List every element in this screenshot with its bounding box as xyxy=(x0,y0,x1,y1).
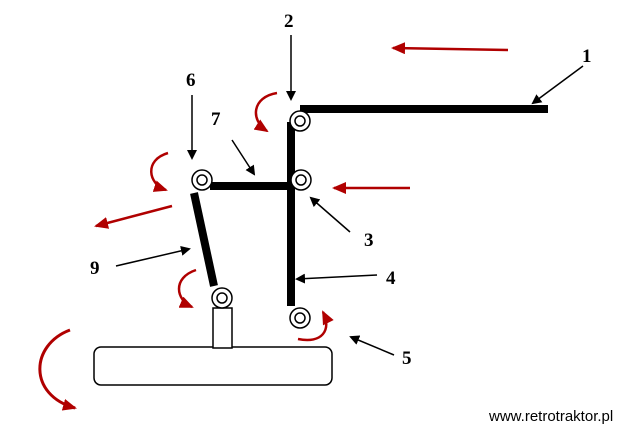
pivot-lower-left xyxy=(211,287,233,309)
label-4: 4 xyxy=(386,268,396,289)
label-9: 9 xyxy=(90,258,100,279)
label-2: 2 xyxy=(284,11,294,32)
pointer-arrow-9 xyxy=(115,245,191,267)
label-6: 6 xyxy=(186,70,196,91)
diagonal-link xyxy=(190,192,218,287)
base-body xyxy=(93,346,333,386)
force-arrow-left xyxy=(94,204,173,229)
pivot-bottom xyxy=(289,307,311,329)
support-post xyxy=(212,307,233,349)
pointer-arrow-4 xyxy=(295,273,378,284)
rotation-arrow-lower-left xyxy=(177,268,197,309)
pivot-left xyxy=(191,169,213,191)
rotation-arrow-bottom xyxy=(297,310,334,342)
pointer-arrow-5 xyxy=(349,335,395,356)
label-7: 7 xyxy=(211,109,221,130)
rotation-arrow-base xyxy=(38,328,77,411)
force-arrow-top xyxy=(391,42,509,55)
rotation-arrow-top xyxy=(253,91,278,133)
rotation-arrow-left xyxy=(150,151,169,192)
label-5: 5 xyxy=(402,348,412,369)
pointer-arrow-3 xyxy=(309,196,351,233)
label-1: 1 xyxy=(582,46,592,67)
pointer-arrow-1 xyxy=(531,65,584,105)
pivot-middle xyxy=(290,169,312,191)
label-3: 3 xyxy=(364,230,374,251)
website-credit: www.retrotraktor.pl xyxy=(489,408,614,425)
pointer-arrow-7 xyxy=(231,139,256,176)
pivot-top xyxy=(289,110,311,132)
